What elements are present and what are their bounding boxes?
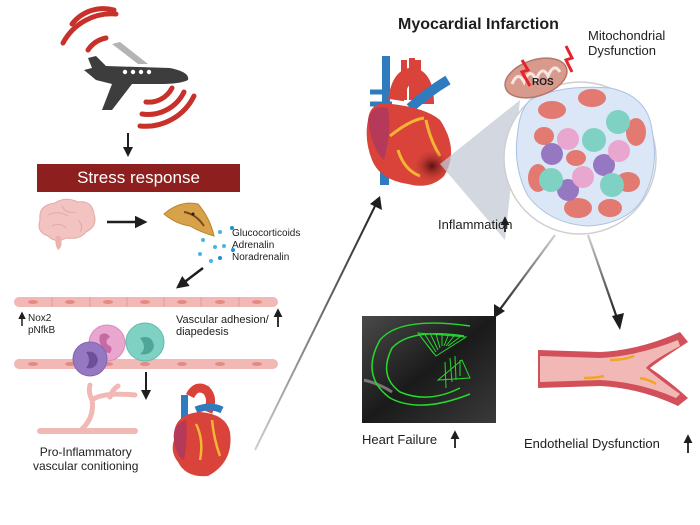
stress-response-banner: Stress response	[37, 164, 240, 192]
arrow-to-hf-head	[494, 304, 505, 318]
endothelial-dysfunction-label: Endothelial Dysfunction	[524, 436, 660, 451]
brain-icon	[38, 198, 96, 250]
artery-icon	[538, 332, 688, 406]
arrow-to-ed-head	[612, 313, 624, 330]
branching-vessel-icon	[37, 382, 138, 434]
heart-failure-label: Heart Failure	[362, 432, 438, 447]
heart-infarct-icon	[366, 56, 452, 186]
heart-small-icon	[172, 383, 231, 477]
vascular-adhesion-label: Vascular adhesion/ diapedesis	[176, 314, 269, 338]
tissue-magnification	[503, 45, 657, 235]
adrenal-gland-icon	[163, 202, 215, 237]
echocardiogram-image	[362, 316, 496, 423]
hormone-labels: Glucocorticoids Adrenalin Noradrenalin	[232, 228, 300, 264]
leukocytes	[72, 322, 165, 377]
vascular-adhesion-line: diapedesis	[176, 326, 229, 338]
conditioning-line: Pro-Inflammatory	[39, 445, 132, 459]
arrow-to-mi-head	[370, 196, 382, 210]
inflammation-label: Inflammation	[438, 217, 513, 232]
conditioning-line: vascular conitioning	[33, 459, 139, 473]
vessel-markers: Nox2 pNfkB	[28, 313, 55, 337]
marker-label: Nox2	[28, 313, 52, 324]
hormone-label: Glucocorticoids	[232, 228, 301, 239]
airplane-icon	[60, 6, 197, 129]
vascular-adhesion-line: Vascular adhesion/	[176, 314, 269, 326]
conditioning-label: Pro-Inflammatory vascular conitioning	[33, 445, 138, 473]
lightning-icon	[563, 45, 575, 73]
arrow-to-hf-line	[497, 234, 556, 313]
mitochondrial-line: Dysfunction	[588, 43, 656, 58]
figure-title: Myocardial Infarction	[398, 16, 559, 33]
vessel-wall-top	[14, 297, 278, 307]
arrow-to-mi-line	[254, 199, 379, 451]
mitochondrial-label: Mitochondrial Dysfunction	[588, 28, 665, 58]
zoom-cone	[440, 100, 520, 240]
ros-label: ROS	[532, 77, 554, 88]
marker-label: pNfkB	[28, 325, 56, 336]
lightning-icon	[519, 59, 532, 87]
mitochondrial-line: Mitochondrial	[588, 28, 666, 43]
hormone-label: Adrenalin	[232, 240, 275, 251]
arrow-to-ed-line	[586, 234, 619, 319]
hormone-particles	[198, 226, 235, 263]
arrow-hormones-to-vessel	[176, 267, 204, 289]
hormone-label: Noradrenalin	[232, 252, 290, 263]
